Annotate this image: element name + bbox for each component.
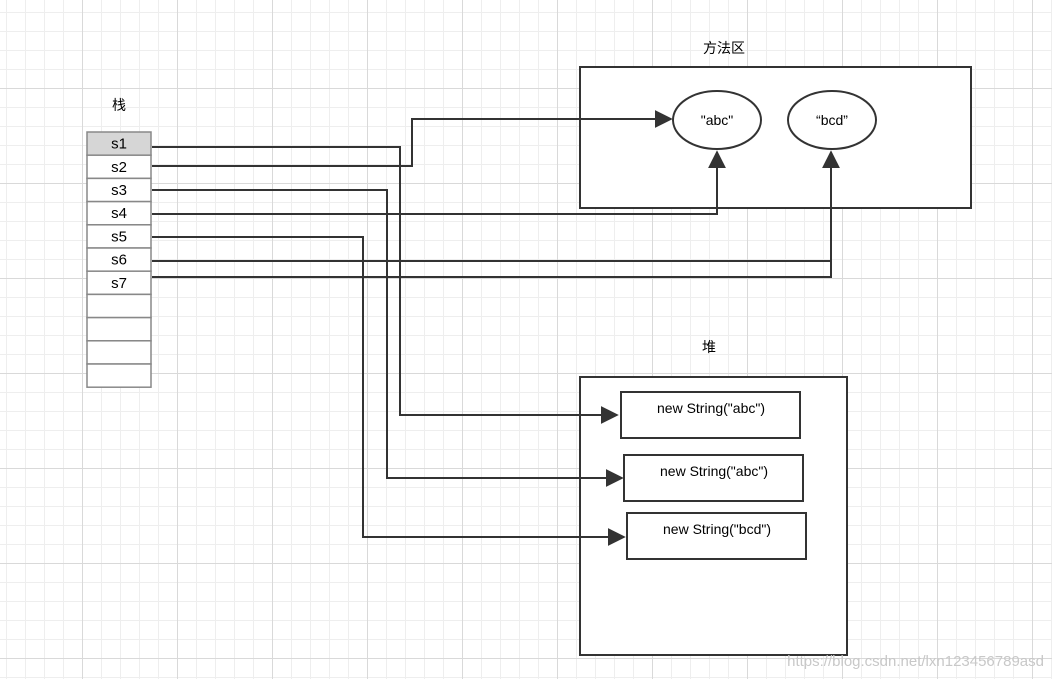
stack-cell xyxy=(86,293,152,319)
arrow-s4-literal-abc xyxy=(152,150,726,215)
stack-cell-label: s6 xyxy=(111,252,127,269)
stack-cell-label: s5 xyxy=(111,228,127,245)
heap-object-1 xyxy=(620,391,801,439)
heap-object-1-label: new String("abc") xyxy=(657,400,765,416)
arrow-s2-literal-abc xyxy=(152,110,673,167)
stack-cell-label: s1 xyxy=(111,136,127,153)
literal-abc-node xyxy=(672,90,762,150)
arrow-s3-heap-abc-2 xyxy=(152,189,624,487)
arrow-s5-heap-bcd xyxy=(152,236,626,546)
literal-bcd-node xyxy=(787,90,877,150)
method-area-box xyxy=(579,66,972,209)
heap-object-3-label: new String("bcd") xyxy=(663,521,771,537)
stack-table: s1 s2 s3 s4 s5 s6 s7 xyxy=(86,131,152,388)
stack-cell xyxy=(86,340,152,365)
stack-cell-label: s3 xyxy=(111,182,127,199)
stack-title: 栈 xyxy=(112,98,126,114)
stack-cell-label: s4 xyxy=(111,205,127,222)
stack-cell-label: s7 xyxy=(111,275,127,292)
reference-arrows xyxy=(152,110,840,546)
heap-object-3 xyxy=(626,512,807,560)
heap-object-2-label: new String("abc") xyxy=(660,463,768,479)
literal-abc-label: "abc" xyxy=(701,112,734,128)
arrow-s7-literal-bcd xyxy=(152,150,840,278)
heap-object-2 xyxy=(623,454,804,502)
heap-title: 堆 xyxy=(702,340,716,356)
arrow-s1-heap-abc-1 xyxy=(152,146,619,424)
stack-cell xyxy=(86,363,152,388)
literal-bcd-label: “bcd” xyxy=(816,112,848,128)
method-area-title: 方法区 xyxy=(703,41,745,57)
stack-cell-label: s2 xyxy=(111,159,127,176)
watermark-text: https://blog.csdn.net/lxn123456789asd xyxy=(787,653,1044,670)
stack-cell xyxy=(86,316,152,342)
